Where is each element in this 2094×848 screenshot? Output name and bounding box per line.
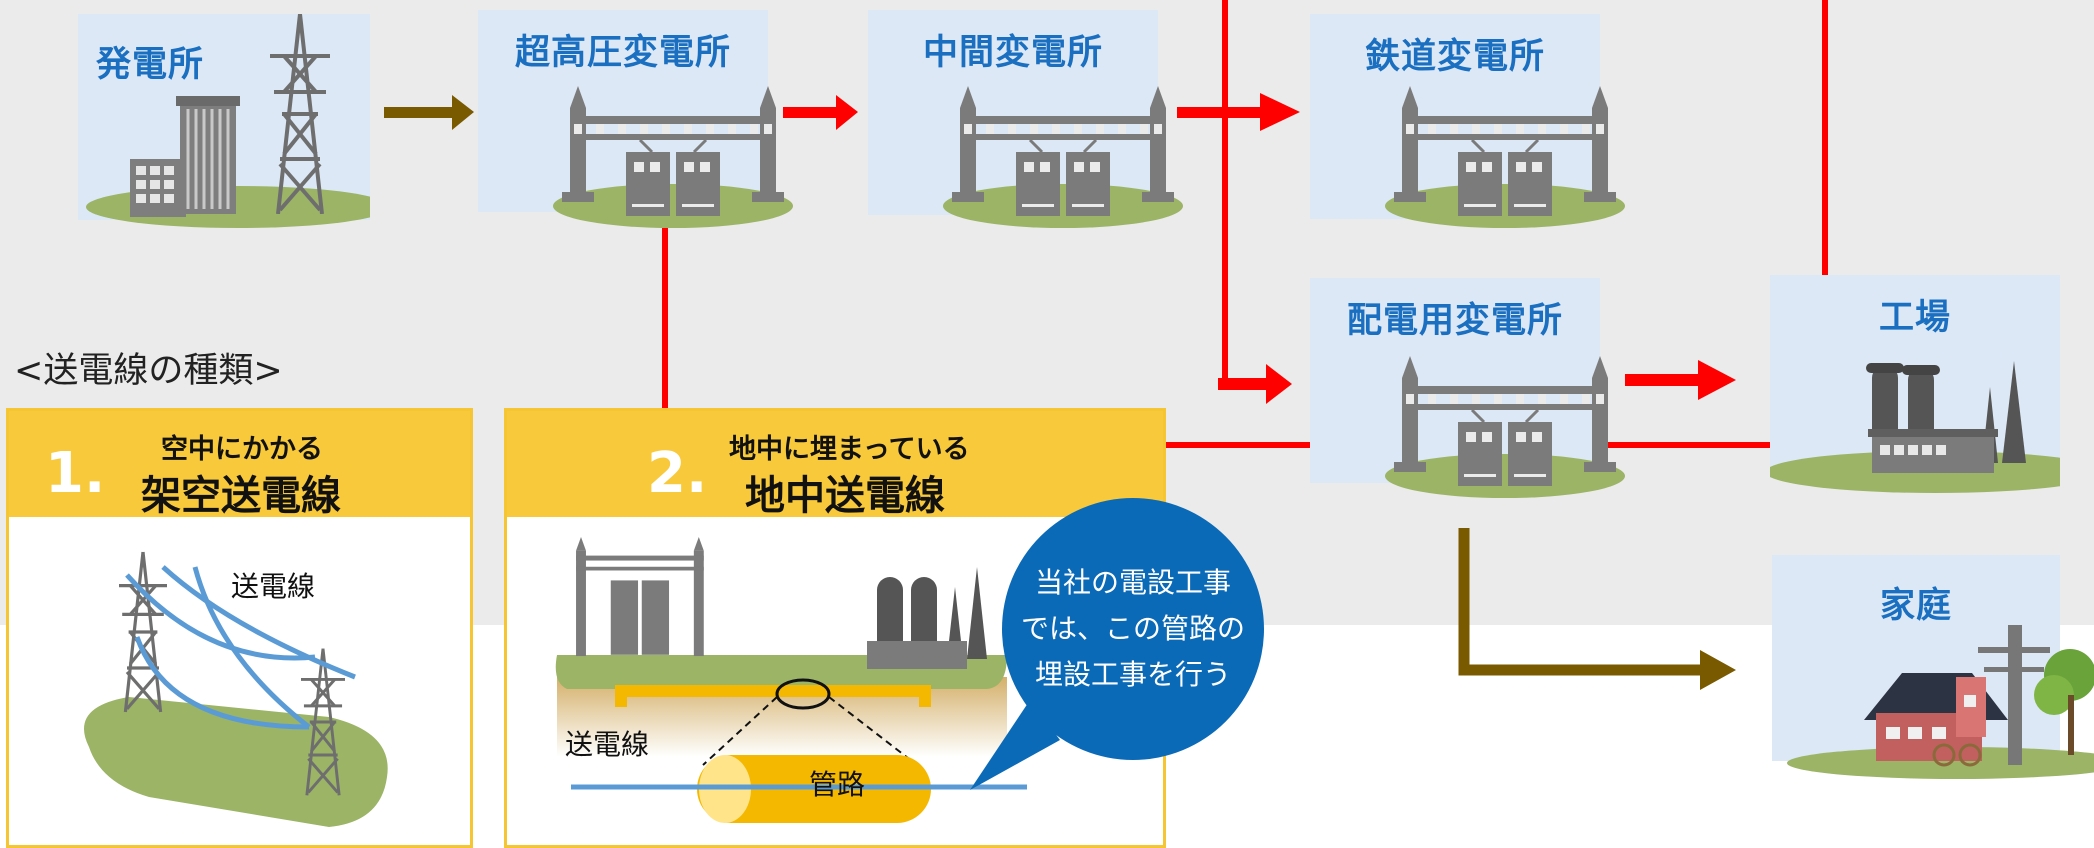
underground-line-number: 2. (647, 441, 708, 506)
factory-title: 工場 (1878, 298, 1951, 338)
railway-substation-title: 鉄道変電所 (1364, 37, 1545, 77)
home-title: 家庭 (1879, 586, 1952, 626)
home-node: 家庭 (1772, 555, 2094, 779)
overhead-line-card: 1. 空中にかかる 架空送電線 送電線 (6, 408, 473, 848)
overhead-line-subtitle: 空中にかかる (161, 434, 323, 465)
underground-line-subtitle: 地中に埋まっている (729, 434, 970, 465)
overhead-line-number: 1. (45, 441, 106, 506)
underground-line-title: 地中送電線 (745, 473, 945, 519)
callout-line-2: では、この管路の (1020, 612, 1245, 645)
overhead-wire-label: 送電線 (231, 570, 316, 603)
callout-line-1: 当社の電設工事 (1034, 566, 1231, 599)
factory-node: 工場 (1770, 275, 2060, 493)
section-heading: <送電線の種類> (14, 351, 283, 391)
distribution-substation-title: 配電用変電所 (1346, 301, 1563, 341)
power-plant-icon (86, 14, 370, 228)
overhead-line-illustration (84, 550, 388, 827)
underground-illustration (555, 537, 1027, 823)
intermediate-substation-title: 中間変電所 (922, 33, 1103, 73)
ultra-high-voltage-substation-title: 超高圧変電所 (514, 33, 731, 73)
conduit-label: 管路 (809, 768, 866, 801)
underground-line-card-header (507, 411, 1163, 517)
callout-line-3: 埋設工事を行う (1034, 658, 1231, 691)
overhead-line-card-header (9, 411, 470, 517)
home-icon (1787, 625, 2094, 779)
power-plant-title: 発電所 (95, 45, 204, 85)
factory-icon (1770, 361, 2060, 493)
overhead-line-title: 架空送電線 (141, 473, 341, 519)
power-plant-node: 発電所 (78, 14, 370, 228)
callout-bubble: 当社の電設工事 では、この管路の 埋設工事を行う (1002, 498, 1264, 760)
underground-wire-label: 送電線 (565, 728, 650, 761)
